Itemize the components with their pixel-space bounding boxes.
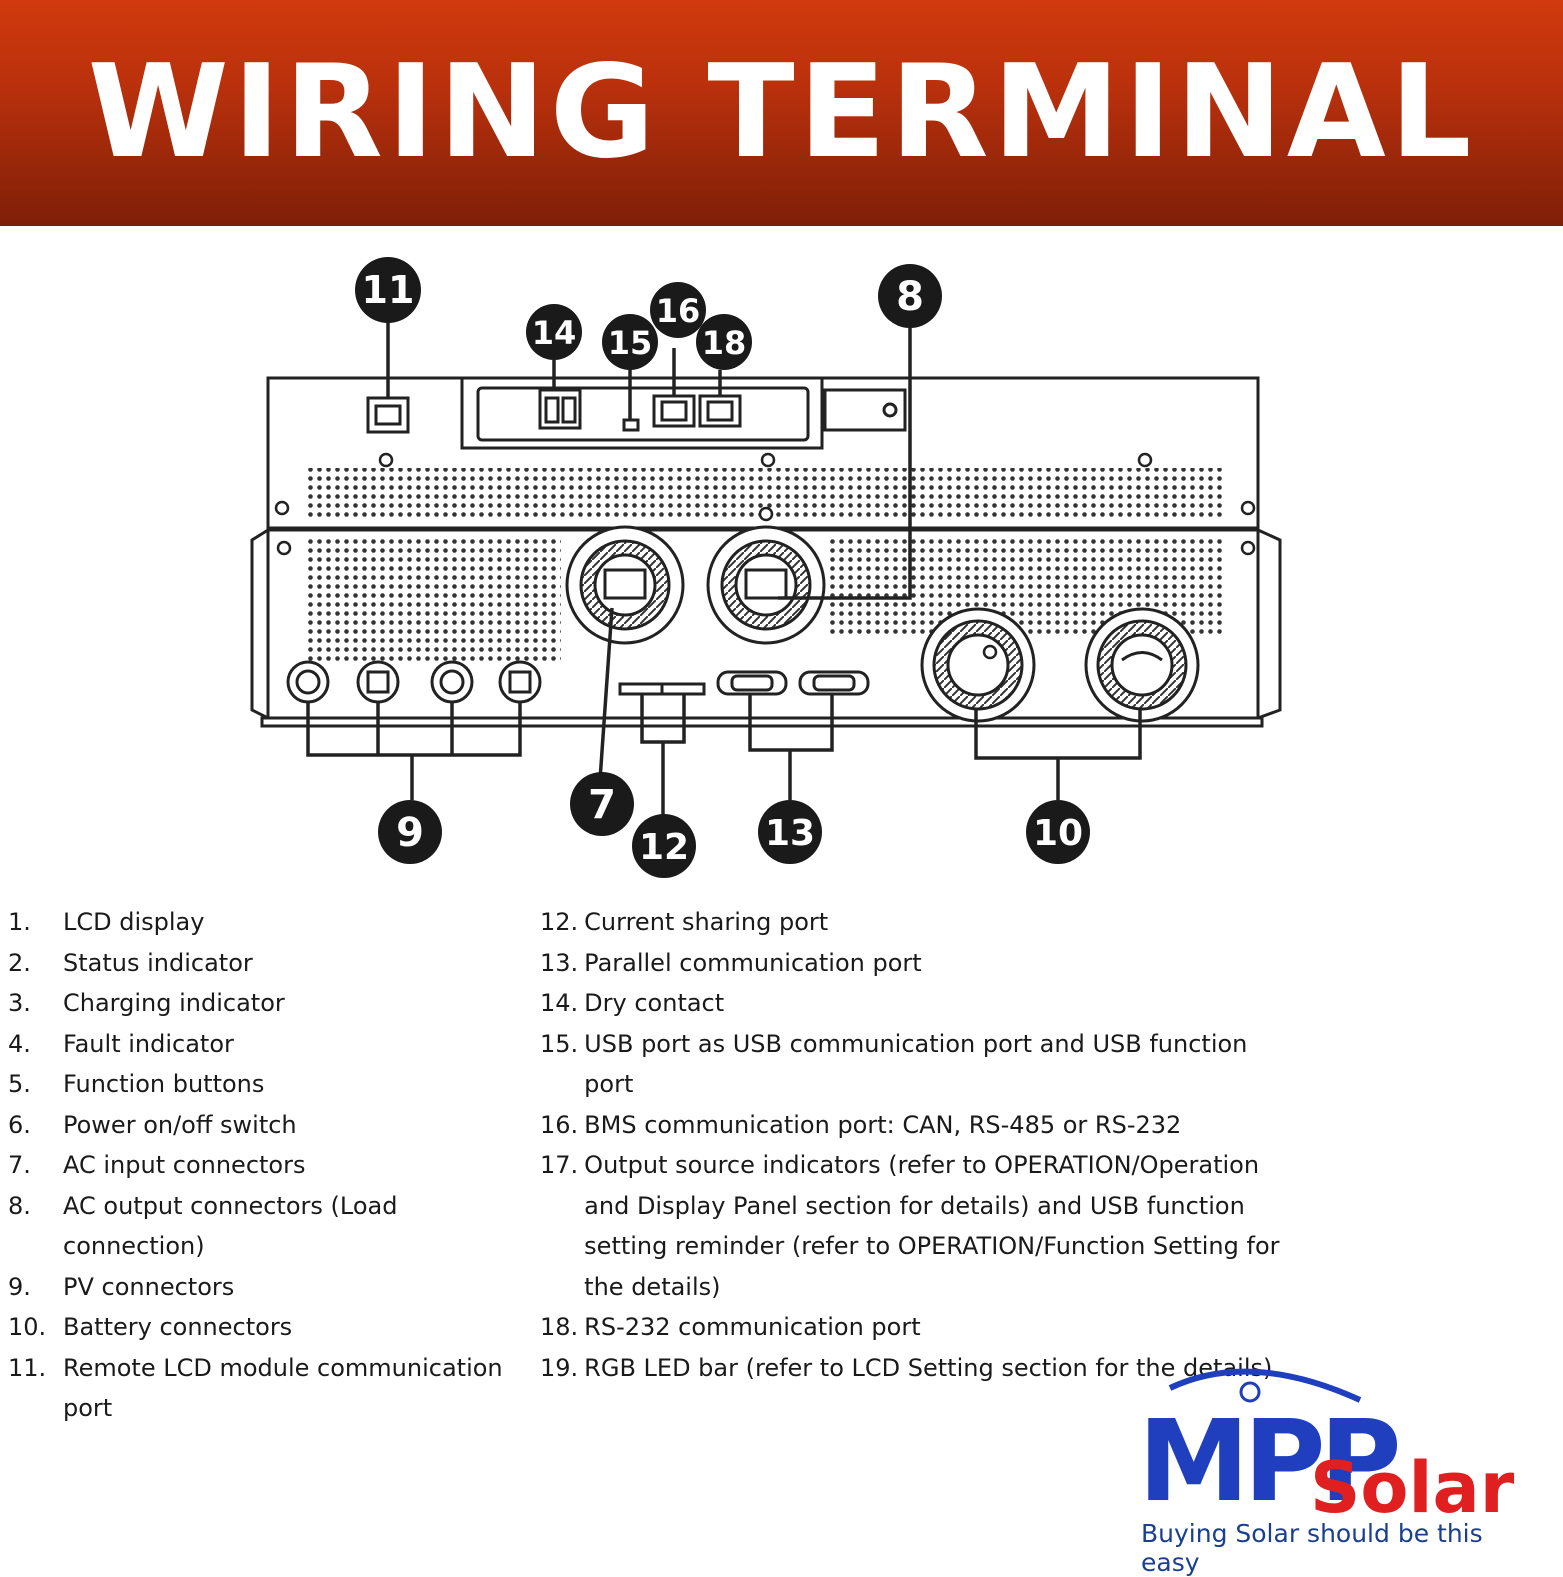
legend-item: 2.Status indicator — [8, 948, 253, 977]
legend-item: 12.Current sharing port — [540, 908, 829, 936]
usb-port — [622, 418, 640, 432]
battery-connector-positive — [1084, 607, 1200, 723]
legend-item: 8.AC output connectors (Load connection) — [8, 1191, 398, 1261]
callout-14: 14 — [532, 314, 577, 352]
inverter-terminal-diagram: 11 14 15 16 18 8 7 9 12 13 10 — [250, 257, 1282, 878]
logo-tagline: Buying Solar should be this easy — [1141, 1519, 1483, 1577]
callout-9: 9 — [396, 810, 424, 856]
callout-16: 16 — [656, 292, 701, 330]
legend-item: 10.Battery connectors — [8, 1313, 293, 1341]
dry-contact-terminal — [538, 388, 582, 430]
legend-item: 14.Dry contact — [540, 989, 725, 1017]
legend-left: 1.LCD display 2.Status indicator 3.Charg… — [8, 902, 538, 1429]
legend-item: 11.Remote LCD module communication port — [8, 1353, 503, 1423]
callout-13: 13 — [765, 813, 815, 854]
legend-item: 19.RGB LED bar (refer to LCD Setting sec… — [540, 1353, 1273, 1382]
title-banner: WIRING TERMINAL — [0, 0, 1563, 226]
top-port-module — [460, 378, 824, 450]
legend-item: 6.Power on/off switch — [8, 1110, 297, 1139]
callout-18: 18 — [702, 324, 747, 362]
battery-connector-negative — [920, 607, 1036, 723]
callout-12: 12 — [639, 827, 689, 868]
ac-input-connector — [565, 525, 685, 645]
logo-mpp: MPP — [1138, 1397, 1398, 1527]
current-sharing-port — [618, 682, 706, 696]
callout-8: 8 — [896, 274, 924, 320]
left-vent-grid — [306, 535, 561, 665]
legend-item: 18.RS-232 communication port — [540, 1313, 921, 1341]
remote-lcd-port — [366, 396, 410, 434]
callout-7: 7 — [588, 782, 616, 828]
legend-item: 9.PV connectors — [8, 1272, 235, 1301]
legend-item: 15.USB port as USB communication port an… — [540, 1029, 1248, 1099]
legend-item: 7.AC input connectors — [8, 1151, 306, 1179]
legend-item: 13.Parallel communication port — [540, 948, 922, 977]
legend-right: 12.Current sharing port 13.Parallel comm… — [540, 902, 1280, 1388]
legend-item: 1.LCD display — [8, 908, 205, 936]
legend-item: 17.Output source indicators (refer to OP… — [540, 1151, 1280, 1301]
callout-11: 11 — [362, 268, 415, 312]
callout-15: 15 — [608, 324, 653, 362]
page-title: WIRING TERMINAL — [87, 38, 1476, 187]
mpp-solar-logo: MPP Solar — [1138, 1368, 1515, 1529]
ac-output-connector — [706, 525, 826, 645]
legend-item: 16.BMS communication port: CAN, RS-485 o… — [540, 1110, 1182, 1139]
logo-solar: Solar — [1310, 1447, 1515, 1529]
legend-item: 5.Function buttons — [8, 1070, 265, 1098]
pv-connectors — [286, 660, 542, 704]
callout-10: 10 — [1033, 813, 1083, 854]
legend-item: 4.Fault indicator — [8, 1029, 234, 1058]
parallel-communication-ports — [716, 670, 870, 696]
legend-item: 3.Charging indicator — [8, 989, 285, 1017]
